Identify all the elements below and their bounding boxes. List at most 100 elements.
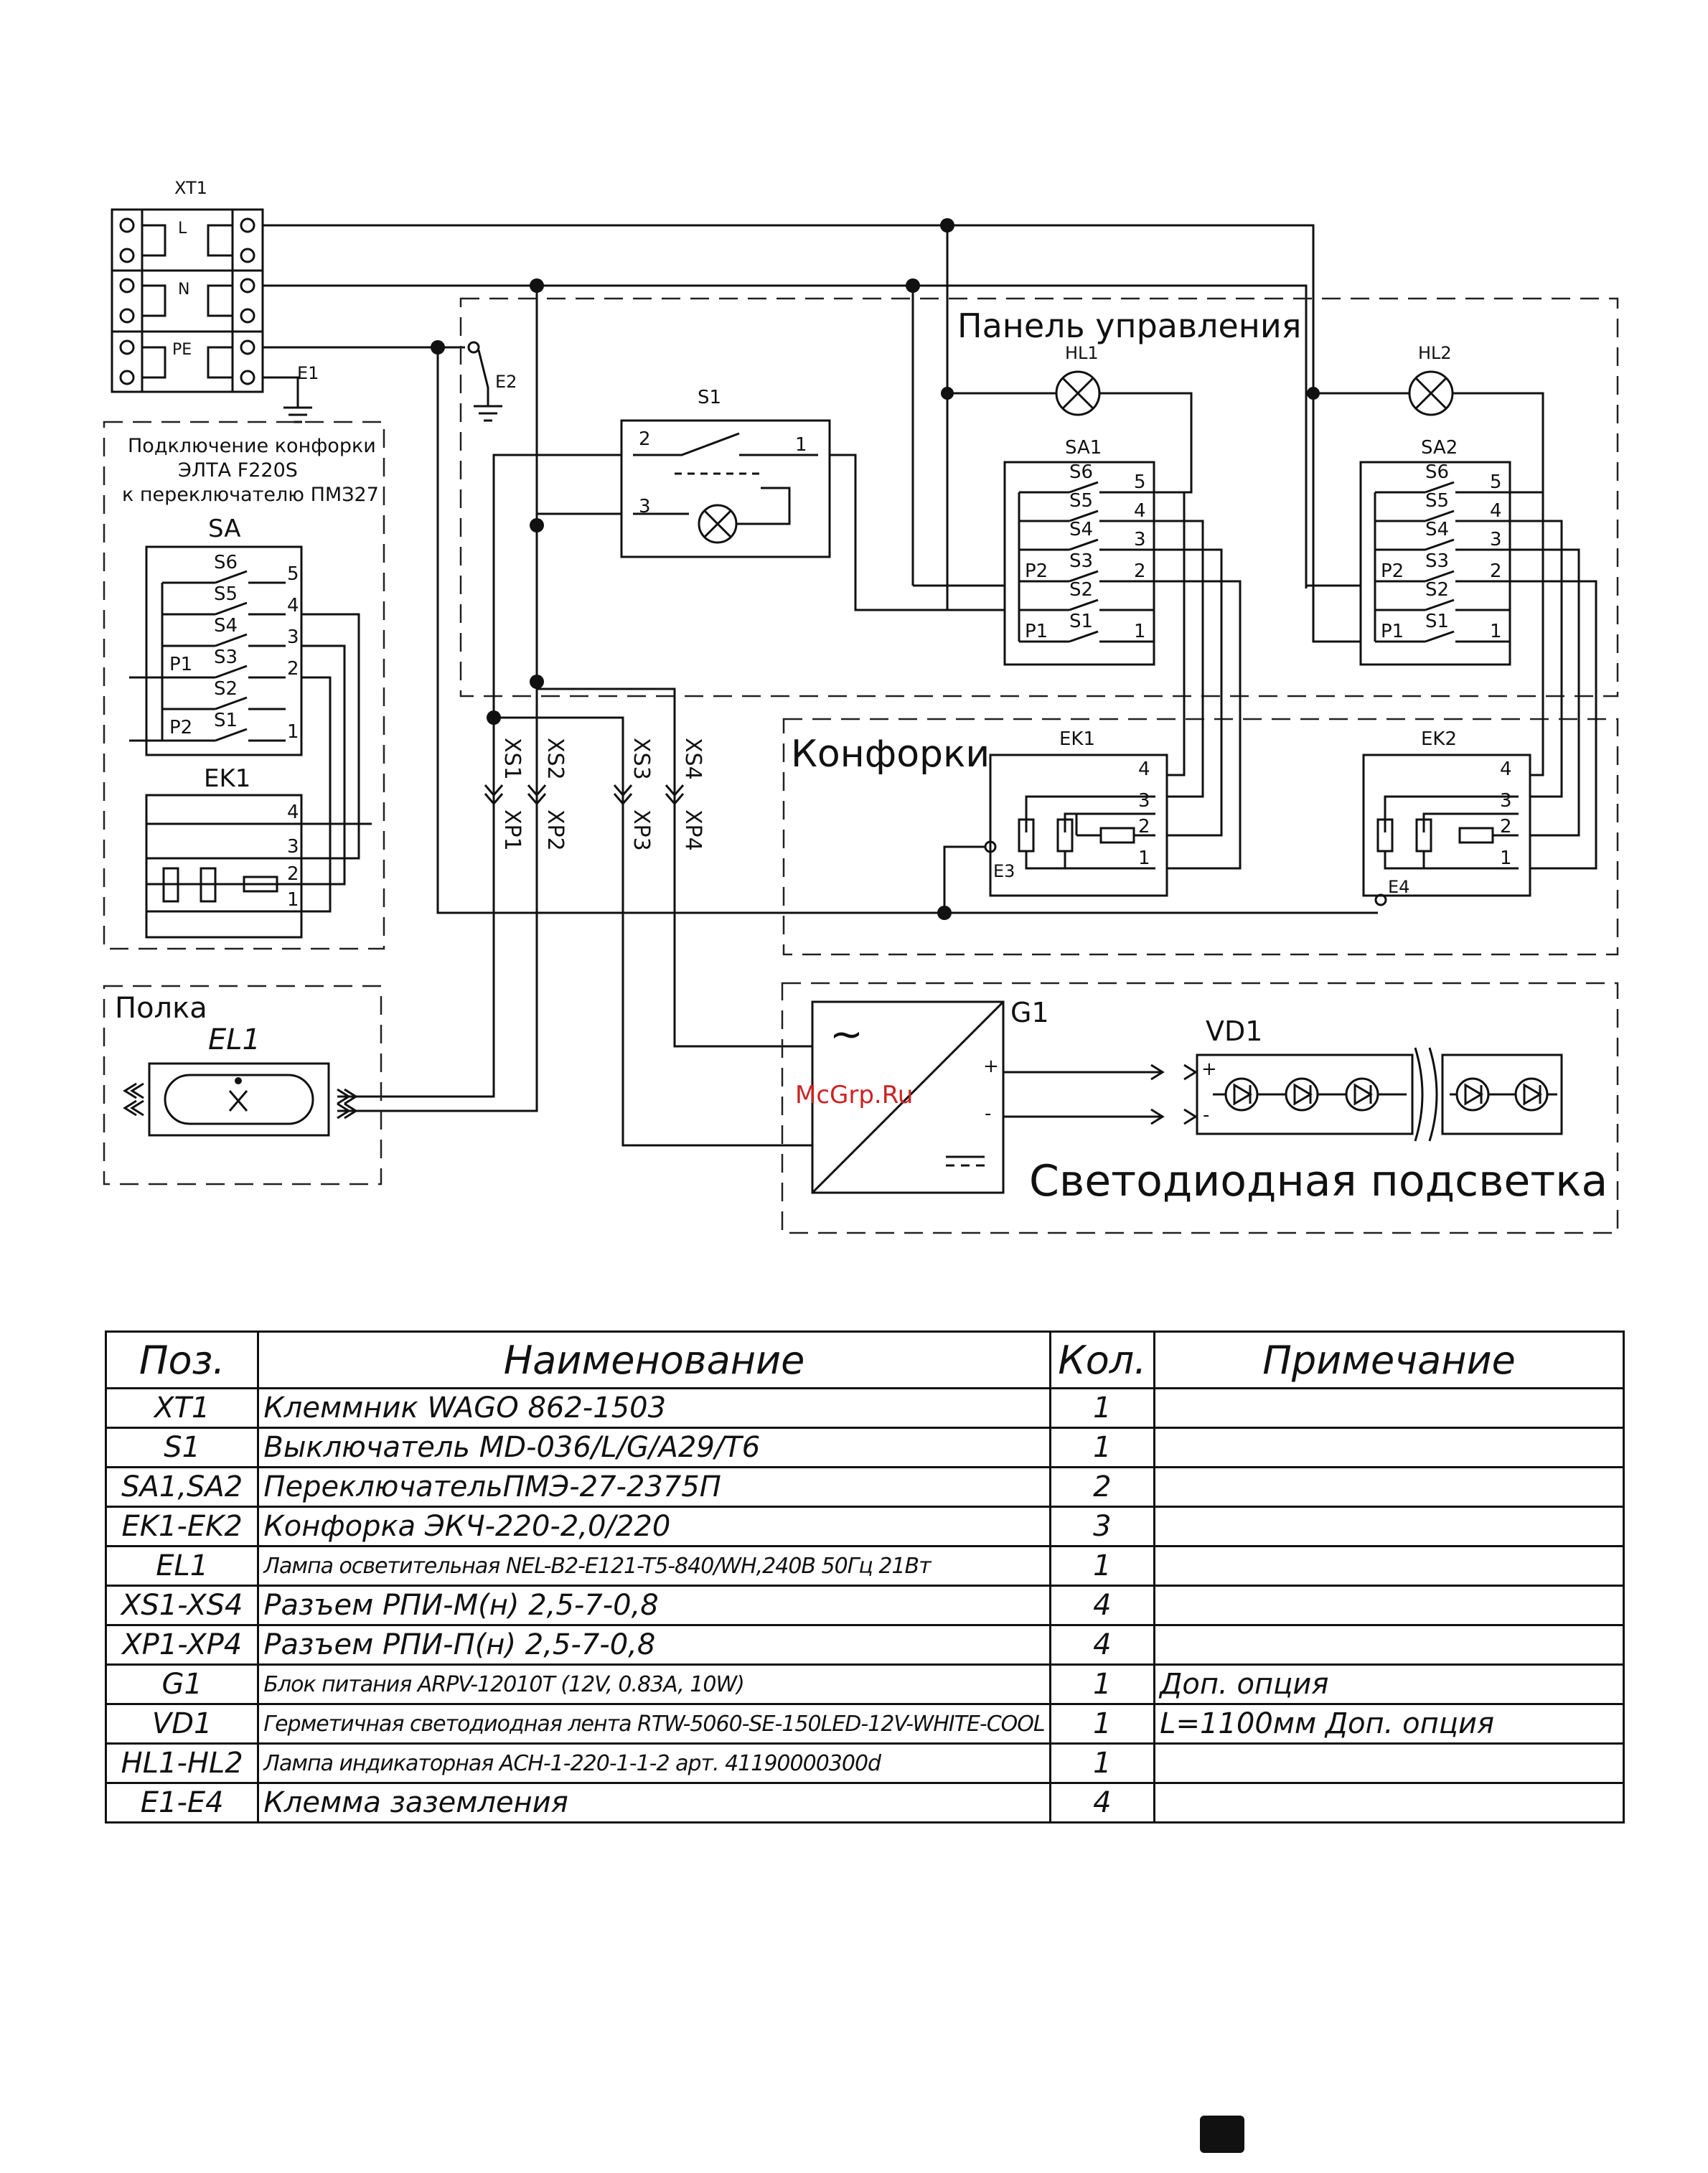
hl1-label: HL1 bbox=[1065, 343, 1099, 363]
lamp-el1-label: EL1 bbox=[208, 1023, 261, 1056]
ek2-label: EK2 bbox=[1421, 728, 1457, 750]
spec-qty: 1 bbox=[1048, 1387, 1156, 1429]
spec-note bbox=[1153, 1624, 1625, 1666]
heater-ek1: EK1 4 3 2 1 E3 bbox=[943, 491, 1242, 913]
psu-ac-symbol: ~ bbox=[830, 1011, 863, 1058]
led-strip-vd1-label: VD1 bbox=[1206, 1015, 1262, 1047]
spec-name: Клеммник WAGO 862-1503 bbox=[257, 1387, 1051, 1429]
sa1-pin-3: 3 bbox=[1134, 529, 1146, 550]
spec-note bbox=[1153, 1506, 1625, 1547]
spec-name: Герметичная светодиодная лента RTW-5060-… bbox=[257, 1703, 1051, 1745]
sa1-label: SA1 bbox=[1065, 437, 1102, 459]
table-row: HL1-HL2 Лампа индикаторная ACH-1-220-1-1… bbox=[104, 1742, 1625, 1784]
spec-pos: VD1 bbox=[104, 1703, 260, 1745]
page-marker bbox=[1200, 2116, 1244, 2153]
spec-pos: G1 bbox=[104, 1663, 260, 1705]
table-row: XS1-XS4 Разъем РПИ-М(н) 2,5-7-0,8 4 bbox=[104, 1585, 1625, 1626]
ground-e1: E1 bbox=[263, 363, 319, 423]
spec-name: Разъем РПИ-П(н) 2,5-7-0,8 bbox=[257, 1624, 1051, 1666]
legacy-contact-s3: S3 bbox=[214, 647, 238, 668]
ek1-pin-2: 2 bbox=[1138, 816, 1150, 837]
sa1-pin-5: 5 bbox=[1134, 471, 1146, 493]
legacy-relay-p2: P2 bbox=[169, 717, 192, 738]
xt1-row-pe: PE bbox=[172, 341, 192, 359]
spec-pos: XT1 bbox=[104, 1387, 260, 1429]
ek2-pin-4: 4 bbox=[1500, 759, 1512, 780]
xt1-row-l: L bbox=[178, 220, 187, 238]
connector-xs3-label: XS3 bbox=[629, 738, 654, 780]
connector-xs1-label: XS1 bbox=[499, 738, 525, 780]
psu-minus: - bbox=[985, 1103, 991, 1125]
connector-xp4-label: XP4 bbox=[680, 809, 705, 851]
ek2-pin-1: 1 bbox=[1500, 848, 1512, 869]
legacy-contact-s2: S2 bbox=[214, 678, 238, 700]
spec-qty: 1 bbox=[1048, 1742, 1156, 1784]
spec-pos: S1 bbox=[104, 1427, 260, 1468]
legacy-heater-pin-3: 3 bbox=[287, 836, 299, 858]
sa2-pin-4: 4 bbox=[1490, 500, 1502, 522]
switch-s1-pin-3: 3 bbox=[639, 496, 651, 517]
spec-header-note: Примечание bbox=[1153, 1330, 1625, 1389]
sa1-contact-s6: S6 bbox=[1069, 461, 1093, 483]
control-panel-title: Панель управления bbox=[957, 306, 1301, 345]
hl2-label: HL2 bbox=[1418, 343, 1452, 363]
ek1-pin-1: 1 bbox=[1138, 848, 1150, 869]
spec-name: Разъем РПИ-М(н) 2,5-7-0,8 bbox=[257, 1585, 1051, 1626]
power-supply-g1: G1 ~ + - bbox=[811, 997, 1165, 1194]
spec-note bbox=[1153, 1585, 1625, 1626]
legacy-note-line3: к переключателю ПМЗ27 bbox=[122, 484, 379, 506]
legacy-pin-4: 4 bbox=[287, 595, 299, 616]
spec-qty: 4 bbox=[1048, 1585, 1156, 1626]
legacy-switch-label: SA bbox=[208, 515, 240, 543]
sa2-pin-5: 5 bbox=[1490, 471, 1502, 493]
psu-g1-label: G1 bbox=[1010, 997, 1049, 1028]
ground-e3-label: E3 bbox=[993, 861, 1015, 881]
ek2-pin-2: 2 bbox=[1500, 816, 1512, 837]
shelf-box: Полка EL1 bbox=[103, 985, 383, 1186]
sa2-label: SA2 bbox=[1421, 437, 1458, 459]
table-row: XP1-XP4 Разъем РПИ-П(н) 2,5-7-0,8 4 bbox=[104, 1624, 1625, 1666]
ek1-pin-3: 3 bbox=[1138, 790, 1150, 812]
sa1-contact-s1: S1 bbox=[1069, 611, 1093, 632]
sa2-contact-s3: S3 bbox=[1425, 550, 1449, 572]
spec-qty: 4 bbox=[1048, 1624, 1156, 1666]
spec-name: Конфорка ЭКЧ-220-2,0/220 bbox=[257, 1506, 1051, 1547]
ek1-pin-4: 4 bbox=[1138, 759, 1150, 780]
spec-note bbox=[1153, 1545, 1625, 1587]
spec-qty: 4 bbox=[1048, 1782, 1156, 1824]
sa2-pin-2: 2 bbox=[1490, 560, 1502, 582]
legacy-heater-pin-1: 1 bbox=[287, 889, 299, 911]
spec-note bbox=[1153, 1742, 1625, 1784]
spec-note: L=1100мм Доп. опция bbox=[1153, 1703, 1625, 1745]
spec-header-row: Поз. Наименование Кол. Примечание bbox=[104, 1330, 1625, 1389]
table-row: E1-E4 Клемма заземления 4 bbox=[104, 1782, 1625, 1824]
spec-header-pos: Поз. bbox=[104, 1330, 260, 1389]
spec-pos: XS1-XS4 bbox=[104, 1585, 260, 1626]
specification-table: Поз. Наименование Кол. Примечание XT1 Кл… bbox=[104, 1330, 1625, 1824]
spec-name: Клемма заземления bbox=[257, 1782, 1051, 1824]
legacy-contact-s6: S6 bbox=[214, 552, 238, 573]
spec-pos: EL1 bbox=[104, 1545, 260, 1587]
spec-name: Лампа осветительная NEL-B2-E121-T5-840/W… bbox=[257, 1545, 1051, 1587]
sa1-contact-s2: S2 bbox=[1069, 579, 1093, 601]
watermark: McGrp.Ru bbox=[795, 1081, 914, 1109]
burners-box: Конфорки bbox=[782, 718, 1619, 956]
sa1-pin-1: 1 bbox=[1134, 621, 1146, 642]
sa2-contact-s5: S5 bbox=[1425, 490, 1449, 512]
led-strip-minus: - bbox=[1203, 1104, 1209, 1126]
sa2-relay-p2: P2 bbox=[1381, 560, 1404, 582]
switch-sa1: SA1 S6 S5 S4 S3 S2 S1 P1 P2 5 4 3 2 1 bbox=[913, 437, 1155, 666]
spec-note bbox=[1153, 1782, 1625, 1824]
sa1-relay-p1: P1 bbox=[1025, 621, 1048, 642]
burners-title: Конфорки bbox=[791, 733, 990, 776]
ground-e4-label: E4 bbox=[1388, 877, 1409, 897]
legacy-pin-5: 5 bbox=[287, 563, 299, 585]
control-panel-box: Панель управления bbox=[459, 297, 1619, 698]
table-row: XT1 Клеммник WAGO 862-1503 1 bbox=[104, 1387, 1625, 1429]
spec-name: Выключатель MD-036/L/G/A29/T6 bbox=[257, 1427, 1051, 1468]
legacy-contact-s5: S5 bbox=[214, 583, 238, 605]
sa1-pin-2: 2 bbox=[1134, 560, 1146, 582]
spec-qty: 1 bbox=[1048, 1427, 1156, 1468]
switch-s1-label: S1 bbox=[698, 387, 721, 408]
spec-name: ПереключательПМЭ-27-2375П bbox=[257, 1466, 1051, 1508]
